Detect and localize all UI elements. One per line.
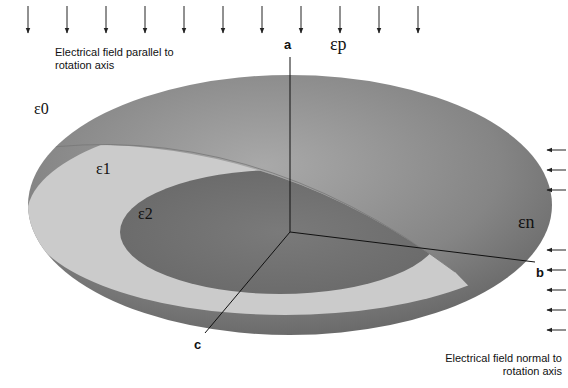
axis-a <box>290 57 291 232</box>
field-arrow <box>340 6 341 33</box>
field-arrow <box>262 6 263 33</box>
permittivity-symbol: εp <box>330 34 347 55</box>
field-arrow <box>145 6 146 33</box>
field-arrow <box>547 170 566 171</box>
field-arrow <box>547 250 566 251</box>
field-arrow <box>28 6 29 33</box>
field-arrow <box>547 330 566 331</box>
core-section <box>120 170 440 294</box>
field-arrow <box>547 150 566 151</box>
field-arrow <box>106 6 107 33</box>
axis-b <box>290 232 535 262</box>
axis-label: b <box>536 266 544 281</box>
layer-symbol: ε1 <box>96 160 111 178</box>
middle-layer-section <box>27 115 543 315</box>
field-arrow <box>379 6 380 33</box>
field-arrow <box>547 290 566 291</box>
field-arrows-normal <box>547 150 566 330</box>
axes <box>205 57 535 333</box>
field-note: Electrical field parallel to rotation ax… <box>55 46 175 71</box>
axis-label: c <box>194 338 201 353</box>
field-arrow <box>184 6 185 33</box>
field-arrow <box>547 310 566 311</box>
field-arrow <box>301 6 302 33</box>
field-arrow <box>547 270 566 271</box>
axis-c <box>205 232 290 333</box>
field-arrow <box>67 6 68 33</box>
field-arrow <box>223 6 224 33</box>
cut-edge <box>28 144 455 272</box>
field-arrows-parallel <box>28 6 418 33</box>
layer-symbol: ε2 <box>138 205 153 223</box>
field-note: Electrical field normal to rotation axis <box>412 352 562 377</box>
field-arrow <box>547 190 566 191</box>
field-arrow <box>418 6 419 33</box>
axis-label: a <box>284 38 291 53</box>
layer-symbol: ε0 <box>34 100 49 118</box>
permittivity-symbol: εn <box>518 212 535 233</box>
